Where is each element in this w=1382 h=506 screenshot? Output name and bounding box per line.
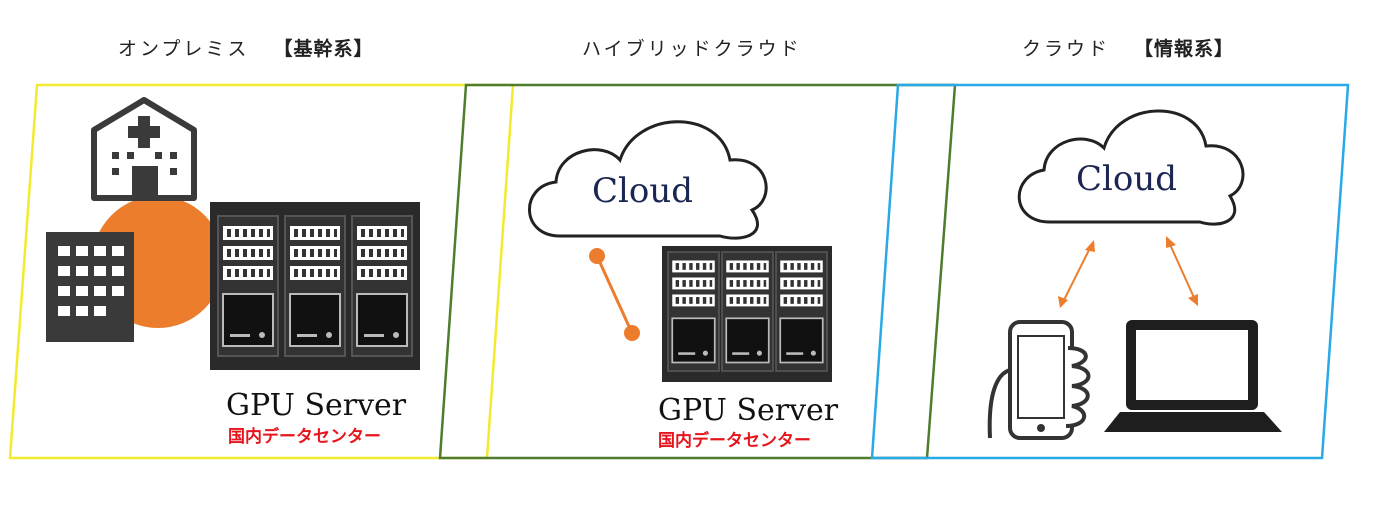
onprem-server-label: GPU Server xyxy=(226,388,407,423)
onprem-title: オンプレミス 【基幹系】 xyxy=(118,34,373,61)
office-building-icon xyxy=(46,232,134,342)
onprem-dc-label: 国内データセンター xyxy=(228,426,381,447)
hybrid-dc-label: 国内データセンター xyxy=(658,430,811,451)
cloud-service-icon xyxy=(1017,109,1245,226)
cloud-panel-border xyxy=(870,83,1350,460)
hybrid-gpu-server-icon xyxy=(662,246,832,382)
cloud-subtitle: 【情報系】 xyxy=(1134,38,1235,60)
hybrid-link-connector xyxy=(589,248,640,341)
onprem-subtitle: 【基幹系】 xyxy=(273,38,374,60)
hybrid-cloud-icon xyxy=(528,120,768,240)
cloud-service-label: Cloud xyxy=(1076,159,1177,199)
hybrid-cloud-label: Cloud xyxy=(592,171,693,211)
hospital-icon xyxy=(91,97,197,201)
sync-arrows-icon xyxy=(1058,236,1198,308)
hybrid-title: ハイブリッドクラウド xyxy=(582,34,802,61)
hybrid-server-label: GPU Server xyxy=(658,393,839,428)
onprem-title-text: オンプレミス xyxy=(118,38,250,60)
onprem-gpu-server-icon xyxy=(210,202,420,370)
hybrid-title-text: ハイブリッドクラウド xyxy=(582,38,802,60)
cloud-title: クラウド 【情報系】 xyxy=(1022,34,1234,61)
laptop-icon xyxy=(1104,320,1282,432)
cloud-title-text: クラウド xyxy=(1022,38,1111,60)
smartphone-icon xyxy=(987,320,1091,440)
